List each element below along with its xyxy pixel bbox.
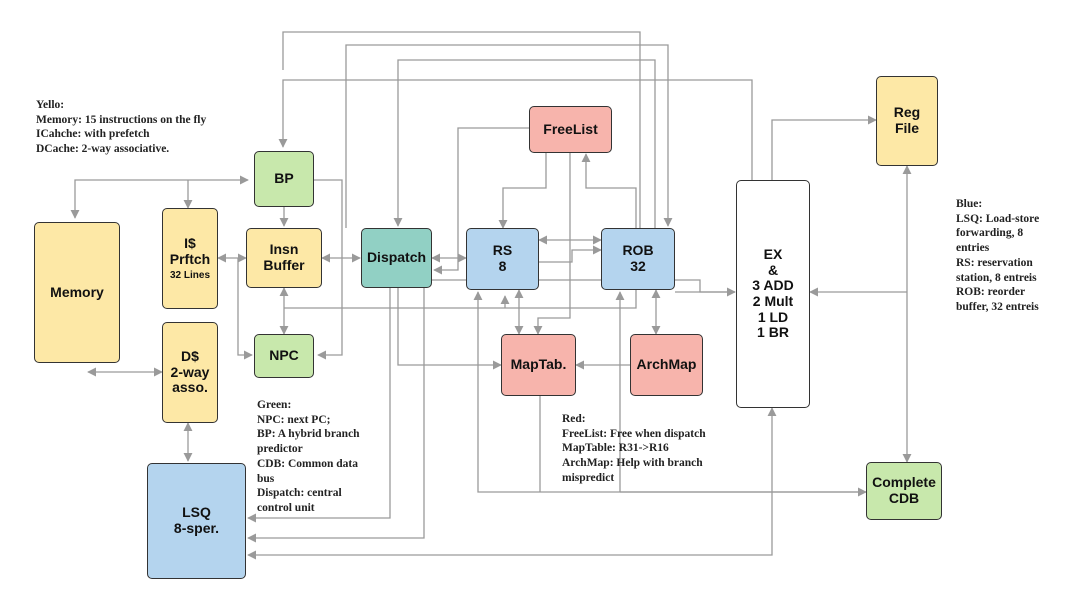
green-note-line: Green: xyxy=(257,399,292,411)
wire-rob-lsq xyxy=(247,288,425,543)
red-note-line: MapTable: R31->R16 xyxy=(562,442,669,455)
wire-memory-bp xyxy=(70,175,249,219)
red-note-line: mispredict xyxy=(562,471,615,484)
rs-label-line: 8 xyxy=(498,258,507,274)
icache-block: I$Prftch 32 Lines xyxy=(162,208,218,309)
wire-rs-rob-low xyxy=(539,245,602,263)
wire-top-dispatch-rob xyxy=(345,44,673,228)
blue-note-line: forwarding, 8 xyxy=(956,227,1024,240)
regfile-label-line: Reg xyxy=(893,104,921,121)
blue-note-line: Blue: xyxy=(956,198,983,210)
wire-npc-left xyxy=(237,258,253,360)
wire-ex-lsq xyxy=(247,407,777,560)
ex-label-line: 1 BR xyxy=(757,324,789,341)
insn-label-line: Buffer xyxy=(263,257,305,273)
wire-freelist-maptab xyxy=(533,153,571,335)
memory-label-line: Memory xyxy=(50,283,104,300)
blue-note-line: RS: reservation xyxy=(956,256,1033,269)
wire-freelist-rs xyxy=(498,153,547,229)
red-note-line: Red: xyxy=(562,413,586,425)
maptab-label-line: MapTab. xyxy=(510,356,567,373)
insn-label-line: Insn xyxy=(269,241,299,258)
npc-label-line: NPC xyxy=(269,347,299,364)
yellow-note-line: Yello: xyxy=(36,99,65,111)
ex-label-line: EX xyxy=(763,245,783,262)
blue-legend-note: Blue: LSQ: Load-store forwarding, 8 entries… xyxy=(956,197,1039,315)
freelist-block: FreeList xyxy=(529,106,612,153)
archmap-block: ArchMap xyxy=(630,334,703,396)
blue-note-line: station, 8 entreis xyxy=(956,271,1037,284)
ex-label-line: 2 Mult xyxy=(752,293,794,309)
blue-note-line: buffer, 32 entreis xyxy=(956,301,1039,314)
red-note-line: FreeList: Free when dispatch xyxy=(562,427,706,440)
dispatch-block: Dispatch xyxy=(361,228,432,288)
freelist-label-line: FreeList xyxy=(543,120,598,137)
dcache-label-line: 2-way xyxy=(170,363,210,380)
complete-label-line: CDB xyxy=(888,490,920,506)
blue-note-line: ROB: reorder xyxy=(956,286,1026,299)
green-note-line: control unit xyxy=(257,502,315,515)
complete-label-line: Complete xyxy=(872,474,936,491)
wire-dispatch-lsq xyxy=(247,288,391,523)
icache-label-line: I$ xyxy=(184,235,196,252)
green-note-line: predictor xyxy=(257,443,303,456)
ex-label-line: 3 ADD xyxy=(752,277,794,294)
rob-label-line: 32 xyxy=(630,258,646,274)
green-note-line: BP: A hybrid branch xyxy=(257,428,360,441)
green-note-line: NPC: next PC; xyxy=(257,413,331,426)
wire-top-ex-bp xyxy=(278,79,753,180)
wire-top-rob-dispatch xyxy=(393,59,656,228)
wire-ex-regfile xyxy=(771,115,877,180)
blue-note-line: entries xyxy=(956,242,990,255)
maptable-block: MapTab. xyxy=(501,334,576,396)
green-note-line: CDB: Common data xyxy=(257,457,358,470)
wire-bp-npc xyxy=(314,179,343,360)
memory-block: Memory xyxy=(34,222,120,363)
icache-label-line: 32 Lines xyxy=(169,269,211,281)
lsq-label-line: 8-sper. xyxy=(173,520,220,536)
ex-label-line: 1 LD xyxy=(757,308,789,325)
yellow-note-line: ICahche: with prefetch xyxy=(36,128,150,141)
ex-label-line: & xyxy=(767,261,779,278)
regfile-label-line: File xyxy=(894,120,920,136)
blue-note-line: LSQ: Load-store xyxy=(956,212,1040,225)
wire-freelist-dispatch xyxy=(433,127,529,275)
wire-rob-freelist xyxy=(581,153,637,228)
yellow-note-line: DCache: 2-way associative. xyxy=(36,143,170,156)
lsq-label-line: LSQ xyxy=(182,504,211,521)
yellow-legend-note: Yello: Memory: 15 instructions on the fly… xyxy=(36,98,206,157)
wire-top-rob-loop xyxy=(282,31,641,228)
green-note-line: Dispatch: central xyxy=(257,487,342,500)
dcache-label-line: asso. xyxy=(172,379,208,396)
dispatch-label-line: Dispatch xyxy=(366,249,427,266)
green-legend-note: Green: NPC: next PC; BP: A hybrid branch pr… xyxy=(257,398,360,516)
red-note-line: ArchMap: Help with branch xyxy=(562,457,703,470)
rs-label-line: RS xyxy=(492,242,513,259)
green-note-line: bus xyxy=(257,472,275,485)
rob-label-line: ROB xyxy=(622,242,654,259)
wire-dispatch-maptab xyxy=(397,288,502,370)
dcache-label-line: D$ xyxy=(181,347,199,364)
npc-block: NPC xyxy=(254,334,314,378)
bp-label-line: BP xyxy=(274,170,294,187)
bp-block: BP xyxy=(254,151,314,207)
yellow-note-line: Memory: 15 instructions on the fly xyxy=(36,113,207,126)
archmap-label-line: ArchMap xyxy=(636,356,697,373)
icache-label-line: Prftch xyxy=(169,250,211,267)
